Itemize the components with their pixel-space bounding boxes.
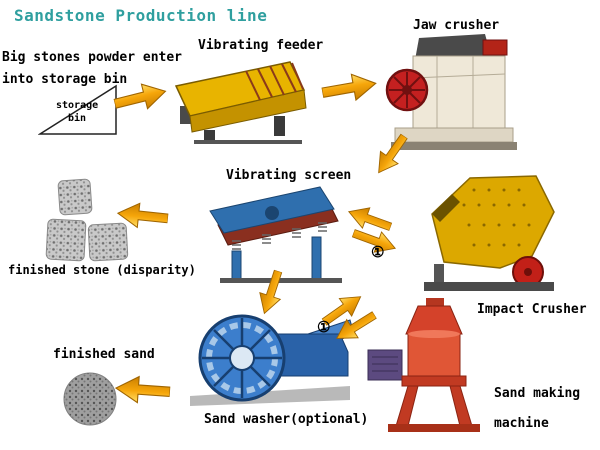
intro-text-line2: into storage bin bbox=[2, 72, 128, 87]
recirculation-mark-1: ① bbox=[371, 243, 385, 261]
finished-stone-label: finished stone (disparity) bbox=[8, 263, 196, 277]
sand-washer-illustration bbox=[180, 300, 355, 410]
vibrating-feeder-label: Vibrating feeder bbox=[198, 38, 324, 53]
arrow-screen-to-sand-washer bbox=[251, 267, 290, 319]
arrow-impact-to-screen bbox=[343, 199, 395, 239]
arrow-screen-to-finished-stone bbox=[115, 198, 170, 233]
arrow-bin-to-feeder bbox=[111, 76, 171, 119]
storage-bin-shape bbox=[38, 84, 118, 136]
sand-making-machine-label-line1: Sand making bbox=[494, 386, 581, 401]
intro-text-line1: Big stones powder enter bbox=[2, 50, 183, 65]
finished-sand-illustration bbox=[62, 371, 118, 427]
recirculation-mark-2: ① bbox=[317, 318, 331, 336]
page-title: Sandstone Production line bbox=[14, 6, 268, 25]
arrow-screen-to-impact bbox=[349, 221, 401, 261]
arrow-feeder-to-jaw-crusher bbox=[320, 67, 381, 108]
vibrating-screen-illustration bbox=[202, 183, 352, 283]
impact-crusher-label: Impact Crusher bbox=[477, 302, 587, 317]
impact-crusher-illustration bbox=[404, 170, 564, 302]
sand-making-machine-label-line2: machine bbox=[494, 416, 549, 431]
finished-stone-illustration bbox=[45, 178, 130, 263]
jaw-crusher-label: Jaw crusher bbox=[413, 18, 500, 33]
sand-washer-label: Sand washer(optional) bbox=[204, 412, 369, 427]
arrow-washer-to-sand-making bbox=[329, 304, 382, 350]
finished-sand-label: finished sand bbox=[53, 347, 155, 362]
arrow-washer-to-finished-sand bbox=[113, 372, 171, 408]
vibrating-screen-label: Vibrating screen bbox=[226, 168, 352, 183]
vibrating-feeder-illustration bbox=[172, 56, 322, 144]
storage-bin-label-line2: bin bbox=[68, 113, 87, 124]
storage-bin-label-line1: storage bbox=[56, 100, 99, 111]
sand-making-machine-illustration bbox=[366, 298, 496, 438]
jaw-crusher-illustration bbox=[385, 32, 523, 154]
arrow-sand-making-to-washer bbox=[317, 285, 370, 333]
arrow-jaw-to-impact-crusher bbox=[367, 129, 415, 182]
